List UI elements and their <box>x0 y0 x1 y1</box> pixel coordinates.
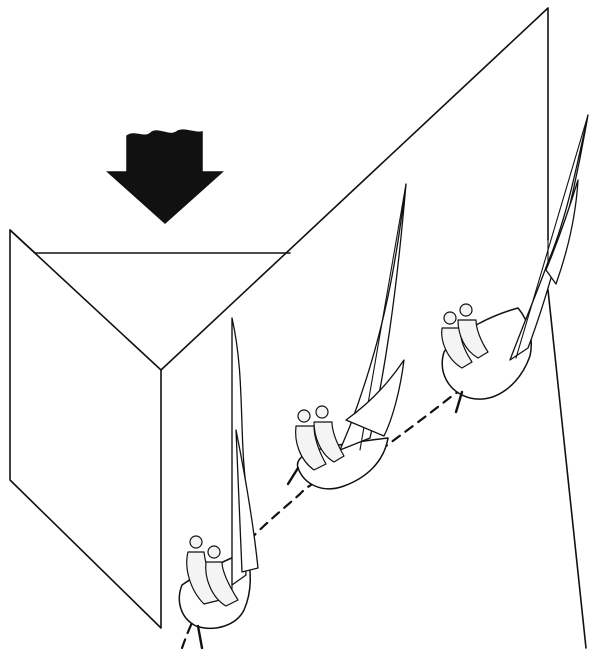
jib <box>546 180 578 284</box>
wind-arrow-icon <box>108 130 222 223</box>
sailboat-3 <box>442 115 588 412</box>
tiller <box>288 468 298 484</box>
tiller <box>456 392 462 412</box>
left-wall-outline <box>10 230 161 628</box>
diagonal-ridge <box>161 8 548 370</box>
sailboat-1 <box>179 318 258 648</box>
tiller <box>198 626 202 648</box>
right-wall-edge <box>548 290 586 648</box>
sailboat-2 <box>288 184 406 489</box>
wall-top-edge <box>10 230 290 253</box>
